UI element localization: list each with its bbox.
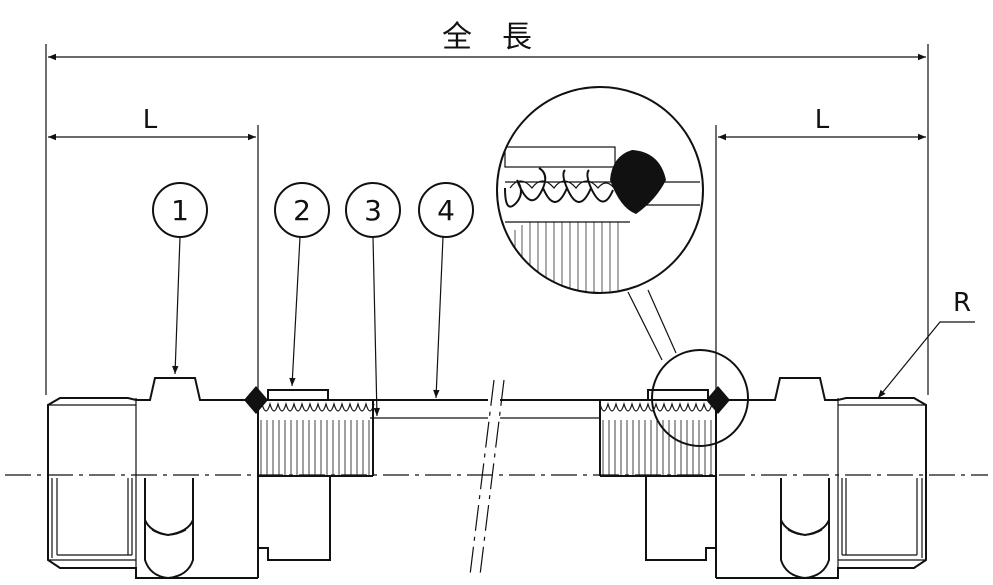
overall-length-dimension: 全 長	[45, 20, 929, 395]
detail-magnified-view	[496, 86, 704, 294]
thread-callout: R	[877, 288, 975, 399]
callout-3: 3	[345, 182, 401, 417]
callout-1: 1	[152, 182, 208, 375]
callout-2-label: 2	[293, 194, 311, 227]
overall-length-label: 全 長	[442, 20, 532, 55]
center-hose-assembly	[244, 386, 730, 561]
left-length-dimension: L	[48, 105, 259, 395]
callout-4: 4	[418, 182, 474, 399]
thread-label: R	[953, 288, 971, 318]
callout-2: 2	[274, 182, 330, 387]
right-length-label: L	[815, 105, 830, 135]
left-end-fitting	[47, 377, 259, 580]
callout-4-label: 4	[437, 194, 455, 227]
right-length-dimension: L	[715, 105, 926, 395]
callout-1-label: 1	[171, 194, 189, 227]
right-weld-bead	[706, 386, 730, 414]
callout-3-label: 3	[364, 194, 382, 227]
detail-circle-small	[627, 289, 749, 447]
break-lines	[469, 379, 505, 576]
left-length-label: L	[143, 105, 158, 135]
left-weld-bead	[244, 386, 268, 414]
